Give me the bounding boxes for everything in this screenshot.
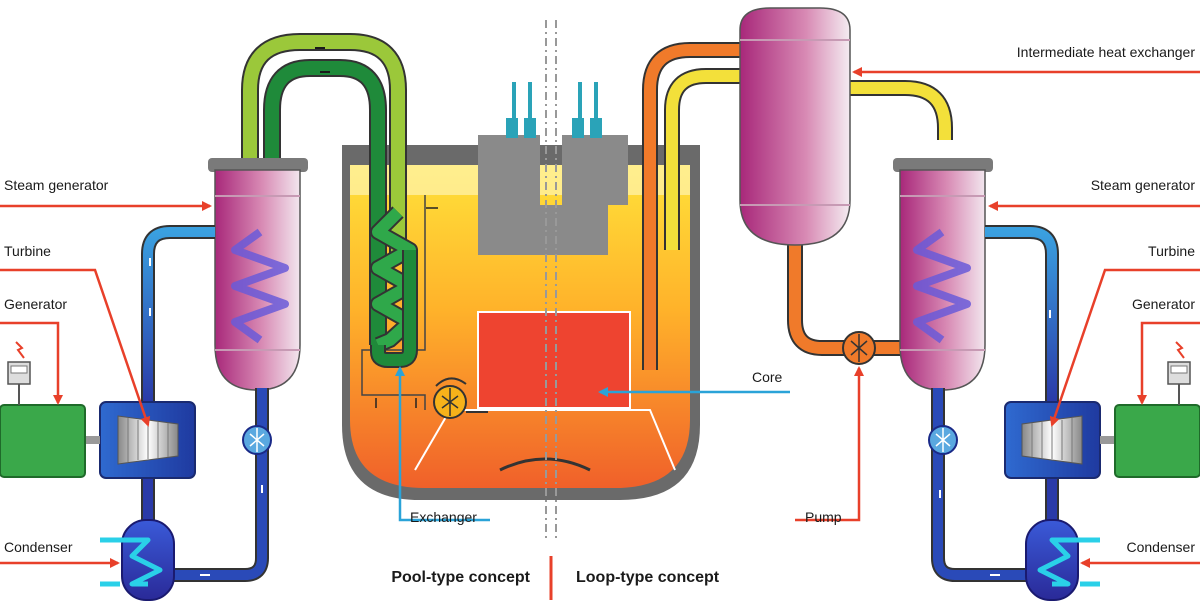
condenser-right xyxy=(1025,519,1100,601)
turbine-left xyxy=(99,401,196,479)
label-intermediate-heat-exchanger: Intermediate heat exchanger xyxy=(1017,44,1196,60)
label-condenser-right: Condenser xyxy=(1127,539,1196,555)
water-steam-loop-right xyxy=(928,225,1059,582)
steam-generator-left xyxy=(208,158,308,391)
label-generator-right: Generator xyxy=(1132,296,1195,312)
callout-arrows xyxy=(0,67,1200,568)
caption-loop-type: Loop-type concept xyxy=(576,569,720,586)
label-steam-generator-right: Steam generator xyxy=(1091,177,1196,193)
steam-generator-right xyxy=(893,158,993,391)
generator-left xyxy=(0,341,86,478)
label-condenser-left: Condenser xyxy=(4,539,73,555)
turbine-right xyxy=(1004,401,1101,479)
label-pump: Pump xyxy=(805,509,842,525)
pool-intermediate-loop xyxy=(241,33,418,368)
label-exchanger: Exchanger xyxy=(410,509,477,525)
water-steam-loop-left xyxy=(141,225,272,582)
label-turbine-right: Turbine xyxy=(1148,243,1195,259)
generator-right xyxy=(1114,341,1200,478)
label-steam-generator-left: Steam generator xyxy=(4,177,109,193)
shaft-left xyxy=(85,436,100,444)
label-turbine-left: Turbine xyxy=(4,243,51,259)
condenser-left xyxy=(100,519,175,601)
intermediate-heat-exchanger xyxy=(739,7,851,246)
loop-intermediate-piping xyxy=(642,42,953,370)
label-generator-left: Generator xyxy=(4,296,67,312)
core-block xyxy=(477,311,631,409)
caption-pool-type: Pool-type concept xyxy=(391,569,530,586)
reactor-vessel xyxy=(342,82,700,500)
shaft-right xyxy=(1100,436,1115,444)
label-core: Core xyxy=(752,369,783,385)
